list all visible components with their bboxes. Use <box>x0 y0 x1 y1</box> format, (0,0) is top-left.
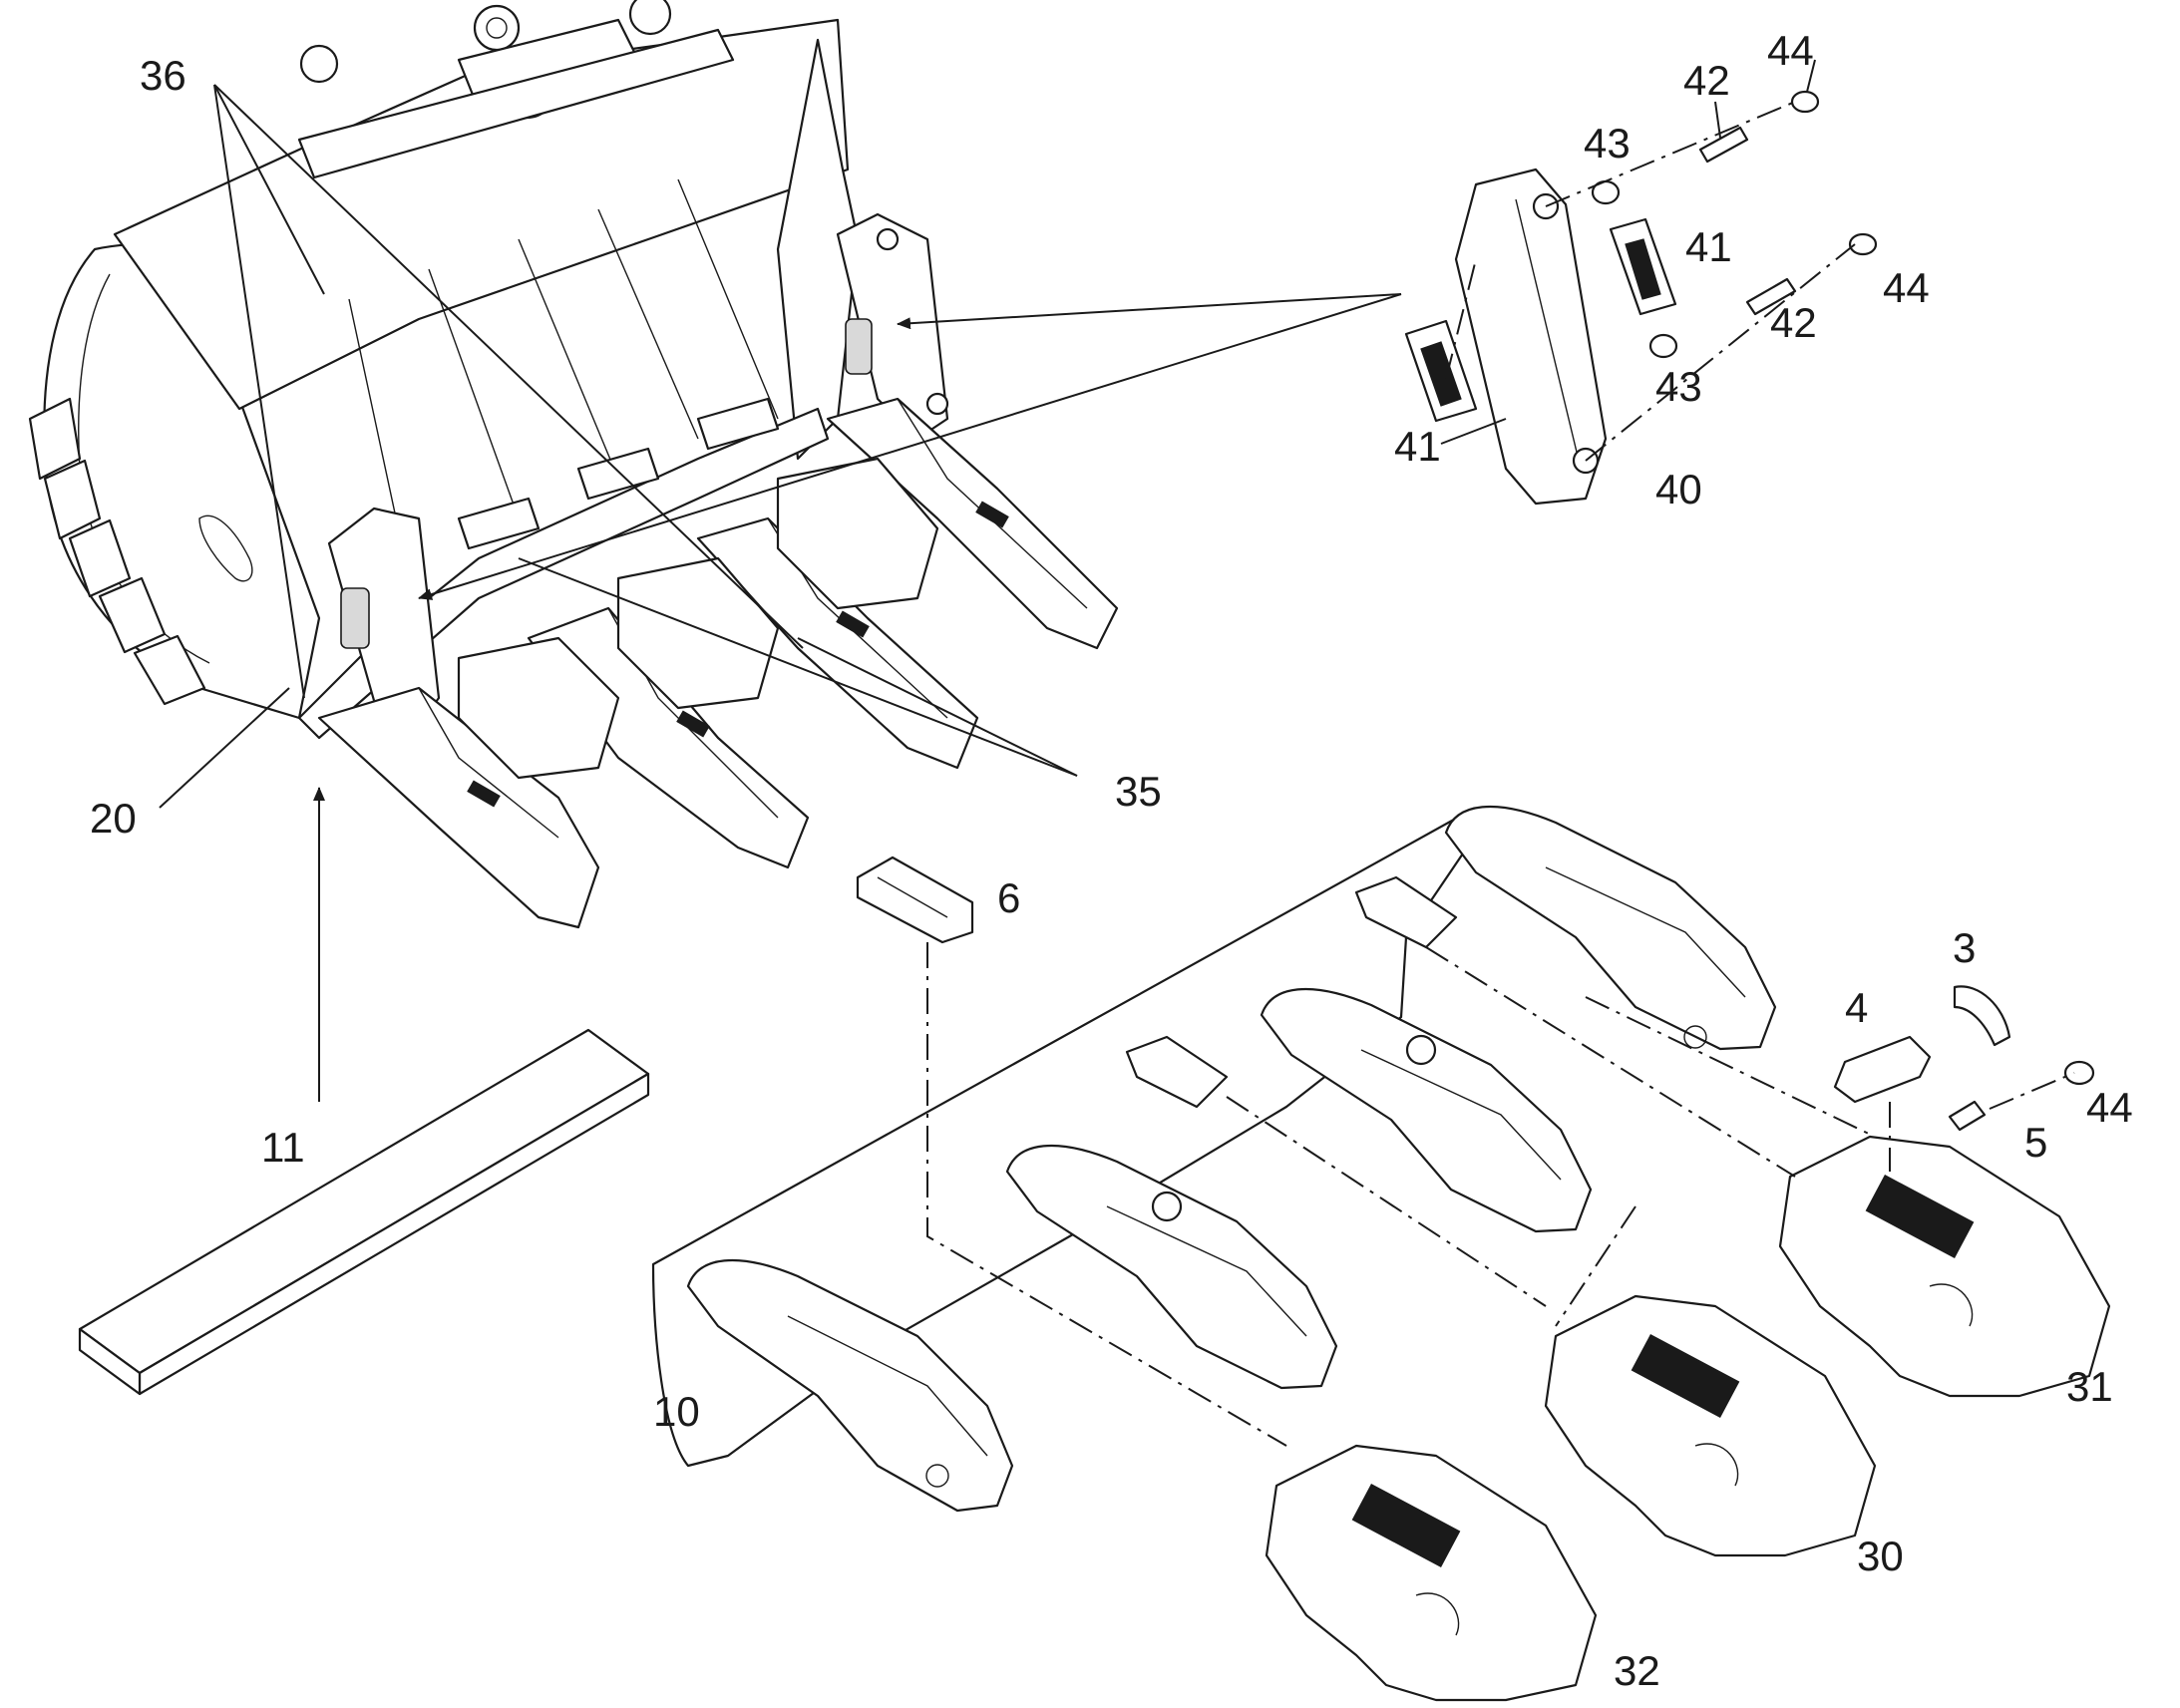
washer-43-lower <box>1648 333 1678 359</box>
label-3: 3 <box>1953 924 1976 971</box>
bucket-teeth <box>317 397 1119 929</box>
label-10: 10 <box>653 1388 700 1435</box>
shroud-32 <box>1265 1444 1598 1702</box>
tooth-4 <box>826 397 1119 650</box>
bucket <box>28 0 860 740</box>
lock-6 <box>856 855 974 944</box>
label-42-upper: 42 <box>1683 57 1730 104</box>
shroud-31 <box>1778 1135 2111 1398</box>
lock-part-3 <box>1953 985 2011 1047</box>
leader-lines <box>159 59 1816 1102</box>
label-43-upper: 43 <box>1584 120 1631 167</box>
pin-42-lower <box>1745 277 1797 316</box>
wear-pad-41-upper <box>1609 217 1677 316</box>
label-41-lower: 41 <box>1394 423 1441 470</box>
pin-42-upper <box>1698 126 1749 164</box>
lock-part-4 <box>1833 1035 1932 1104</box>
label-6: 6 <box>997 874 1020 921</box>
right-side-protector <box>836 212 949 441</box>
label-11: 11 <box>261 1124 305 1171</box>
label-44-lower: 44 <box>2086 1084 2133 1131</box>
wear-bar <box>78 1028 650 1396</box>
reference-numerals: 3 4 5 6 10 11 20 30 31 32 35 36 40 41 41… <box>90 27 2133 1694</box>
adapter-front-left <box>686 1258 1014 1513</box>
label-4: 4 <box>1845 984 1868 1031</box>
bushing-44-lower <box>2063 1060 2095 1086</box>
adapter-front-mid <box>1005 1144 1338 1390</box>
label-44-middle: 44 <box>1883 264 1930 311</box>
bushing-44-middle <box>1848 232 1878 256</box>
label-20: 20 <box>90 795 137 842</box>
lip-with-adapters <box>651 805 1777 1513</box>
side-protector-40 <box>1454 168 1608 506</box>
tooth-1 <box>317 686 600 929</box>
bushing-44-upper <box>1790 90 1820 114</box>
adapter-back-right <box>1444 805 1777 1051</box>
label-36: 36 <box>140 52 186 99</box>
label-42-lower: 42 <box>1770 299 1817 346</box>
label-41-upper: 41 <box>1685 223 1732 270</box>
label-5: 5 <box>2024 1119 2047 1166</box>
adapter-back-mid <box>1260 987 1593 1233</box>
label-40: 40 <box>1655 466 1702 512</box>
assembly-lines <box>926 101 2075 1447</box>
label-30: 30 <box>1857 1533 1904 1579</box>
wear-pad-41-lower <box>1404 319 1478 423</box>
pin-5 <box>1948 1100 1987 1132</box>
tooth-3 <box>696 516 979 770</box>
locks-on-lip <box>1125 875 1458 1109</box>
label-35: 35 <box>1115 768 1162 815</box>
label-31: 31 <box>2066 1363 2113 1410</box>
shroud-30 <box>1544 1294 1877 1557</box>
label-43-lower: 43 <box>1655 363 1702 410</box>
label-44-upper: 44 <box>1767 27 1814 74</box>
label-32: 32 <box>1614 1647 1660 1694</box>
